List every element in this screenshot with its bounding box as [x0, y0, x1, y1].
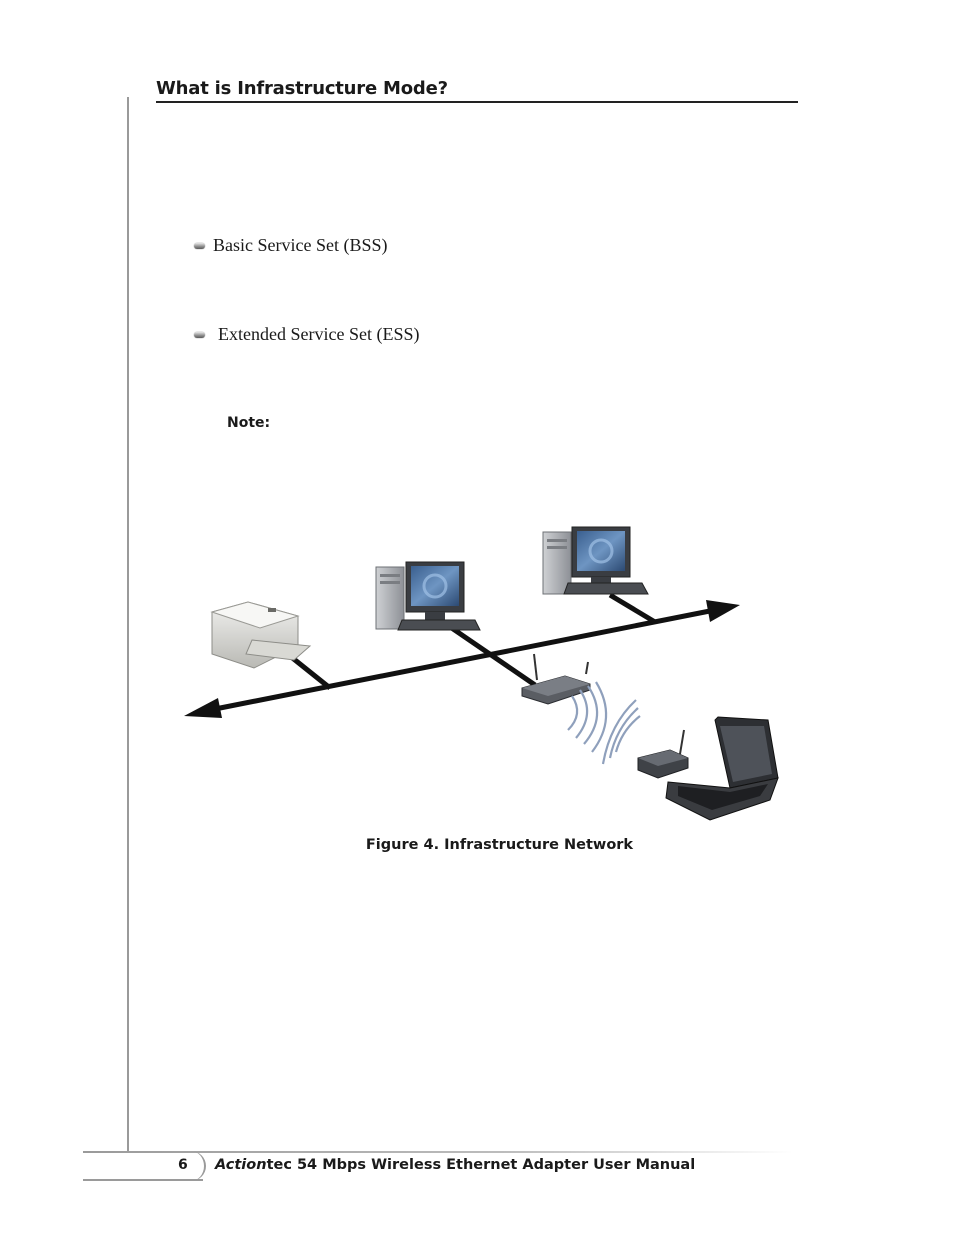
footer-rule-top: [83, 1151, 793, 1153]
footer-manual-title: Actiontec 54 Mbps Wireless Ethernet Adap…: [215, 1157, 695, 1173]
wireless-signal-icon: [567, 681, 641, 765]
section-heading: What is Infrastructure Mode?: [156, 78, 448, 99]
network-backbone: [184, 600, 740, 718]
bullet-text: Extended Service Set (ESS): [218, 324, 420, 344]
heading-underline: [156, 101, 798, 103]
desktop-computer-icon: [375, 561, 481, 631]
footer-brand: Action: [215, 1157, 267, 1173]
left-margin-rule: [127, 97, 129, 1153]
arrow-left-icon: [184, 698, 222, 718]
note-label: Note:: [227, 415, 271, 431]
footer-rule-bottom: [83, 1179, 203, 1181]
bullet-item-ess: Extended Service Set (ESS): [194, 324, 419, 345]
bullet-icon: [194, 331, 205, 338]
footer-page-tab: [186, 1151, 206, 1181]
printer-icon: [210, 601, 312, 669]
infrastructure-network-diagram: [184, 526, 779, 821]
figure-caption: Figure 4. Infrastructure Network: [365, 837, 634, 853]
laptop-icon: [665, 716, 779, 821]
arrow-right-icon: [706, 600, 740, 622]
wireless-access-point-icon: [521, 653, 591, 705]
desktop-right-cable: [608, 592, 657, 625]
footer-title-text: tec 54 Mbps Wireless Ethernet Adapter Us…: [266, 1157, 696, 1173]
page-number: 6: [178, 1157, 188, 1173]
wireless-adapter-icon: [637, 729, 689, 779]
desktop-computer-icon: [542, 526, 649, 595]
bullet-icon: [194, 242, 205, 249]
bullet-text: Basic Service Set (BSS): [213, 235, 388, 255]
bullet-item-bss: Basic Service Set (BSS): [194, 235, 387, 256]
desktop-left-cable: [438, 617, 537, 688]
